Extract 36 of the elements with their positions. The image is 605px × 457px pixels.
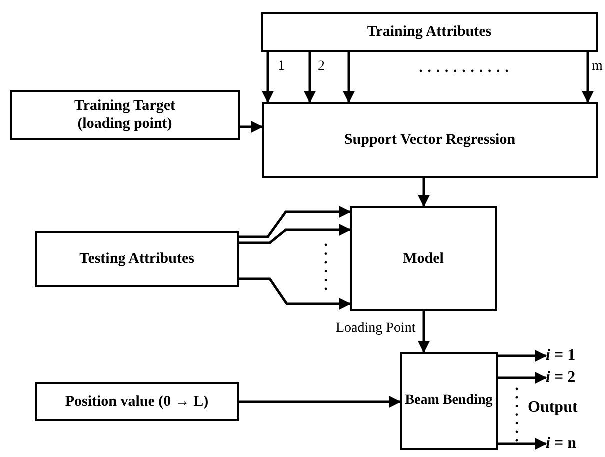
arrow xyxy=(418,311,430,354)
arrow xyxy=(239,396,402,408)
box-text: Testing Attributes xyxy=(78,250,196,268)
process-box xyxy=(350,206,497,311)
output-label: i = 2 xyxy=(546,369,596,387)
arrow xyxy=(239,278,352,310)
output-heading: Output xyxy=(528,400,578,416)
output-label: i = n xyxy=(546,435,596,453)
box-text: Support Vector Regression xyxy=(343,131,517,149)
arrow xyxy=(498,350,548,362)
arrow xyxy=(240,120,264,134)
box-text: Training Target (loading point) xyxy=(74,97,176,133)
box-text: Position value (0 → L) xyxy=(64,392,210,410)
process-box xyxy=(261,12,598,52)
output-label: i = 1 xyxy=(546,347,596,365)
arrow xyxy=(239,224,352,244)
edge-label: Loading Point xyxy=(336,322,416,336)
box-text: Training Attributes xyxy=(366,23,493,41)
arrow xyxy=(498,438,548,450)
arrow xyxy=(239,206,352,238)
process-box xyxy=(262,102,598,178)
arrow xyxy=(262,52,274,104)
arrow xyxy=(498,372,548,384)
arrow xyxy=(582,52,594,104)
process-box xyxy=(35,231,239,287)
process-box xyxy=(400,352,498,450)
edge-label: 1 xyxy=(278,60,285,74)
box-text: Model xyxy=(402,250,445,268)
box-text: Beam Bending xyxy=(404,392,494,410)
process-box xyxy=(10,90,240,140)
arrow xyxy=(342,52,356,104)
arrow xyxy=(304,52,316,104)
edge-label: 2 xyxy=(318,60,325,74)
arrow xyxy=(418,178,430,208)
edge-label: m xyxy=(592,60,603,74)
process-box xyxy=(35,382,239,421)
